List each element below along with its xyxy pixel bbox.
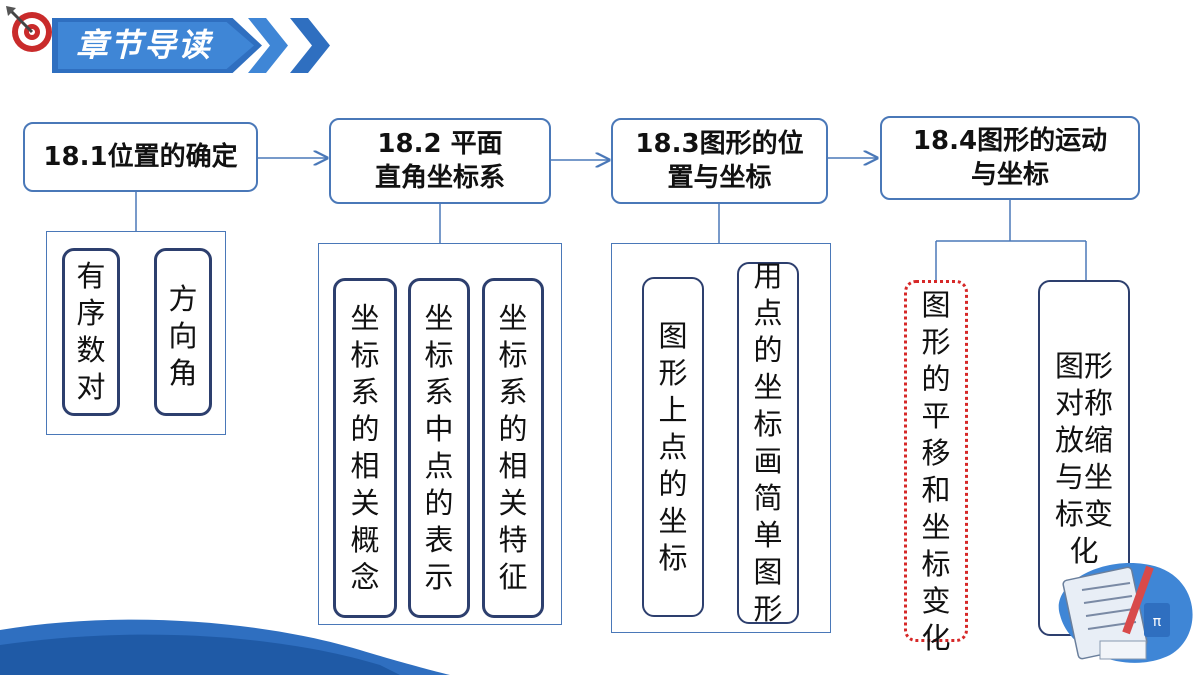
section-1-title: 18.1位置的确定: [23, 122, 258, 192]
topic-coordinate-concepts: 坐标系的相关概念: [333, 278, 397, 618]
section-2-title: 18.2 平面直角坐标系: [329, 118, 551, 204]
topic-direction-angle: 方向角: [154, 248, 212, 416]
svg-text:π: π: [1153, 614, 1162, 630]
section-3-title-text: 18.3图形的位置与坐标: [635, 129, 804, 193]
topic-direction-angle-text: 方向角: [168, 282, 198, 390]
section-4-title: 18.4图形的运动与坐标: [880, 116, 1140, 200]
topic-point-representation: 坐标系中点的表示: [408, 278, 470, 618]
topic-coordinate-concepts-text: 坐标系的相关概念: [350, 301, 380, 594]
footer-wave: [0, 619, 450, 675]
topic-point-representation-text: 坐标系中点的表示: [424, 301, 454, 594]
topic-shape-point-coords: 图形上点的坐标: [642, 277, 704, 617]
section-4-title-text: 18.4图形的运动与坐标: [912, 126, 1108, 190]
dartboard-icon: [6, 6, 52, 52]
topic-ordered-pair: 有序数对: [62, 248, 120, 416]
section-2-title-text: 18.2 平面直角坐标系: [374, 129, 505, 193]
topic-translation-coords: 图形的平移和坐标变化: [904, 280, 968, 655]
topic-draw-shapes-text: 用点的坐标画简单图形: [753, 259, 783, 626]
topic-coordinate-features: 坐标系的相关特征: [482, 278, 544, 618]
section-1-title-text: 18.1位置的确定: [43, 142, 238, 172]
topic-coordinate-features-text: 坐标系的相关特征: [498, 301, 528, 594]
page-title: 章节导读: [76, 26, 213, 64]
math-notebook-icon: π: [1058, 563, 1193, 663]
header-banner-inner: [58, 22, 254, 69]
topic-translation-coords-text: 图形的平移和坐标变化: [921, 288, 951, 655]
topic-ordered-pair-text: 有序数对: [76, 259, 106, 404]
topic-symmetry-scaling-text: 图形对称放缩与坐标变化: [1055, 349, 1114, 568]
topic-shape-point-coords-text: 图形上点的坐标: [658, 318, 688, 575]
section-3-title: 18.3图形的位置与坐标: [611, 118, 828, 204]
topic-draw-shapes: 用点的坐标画简单图形: [737, 259, 799, 626]
